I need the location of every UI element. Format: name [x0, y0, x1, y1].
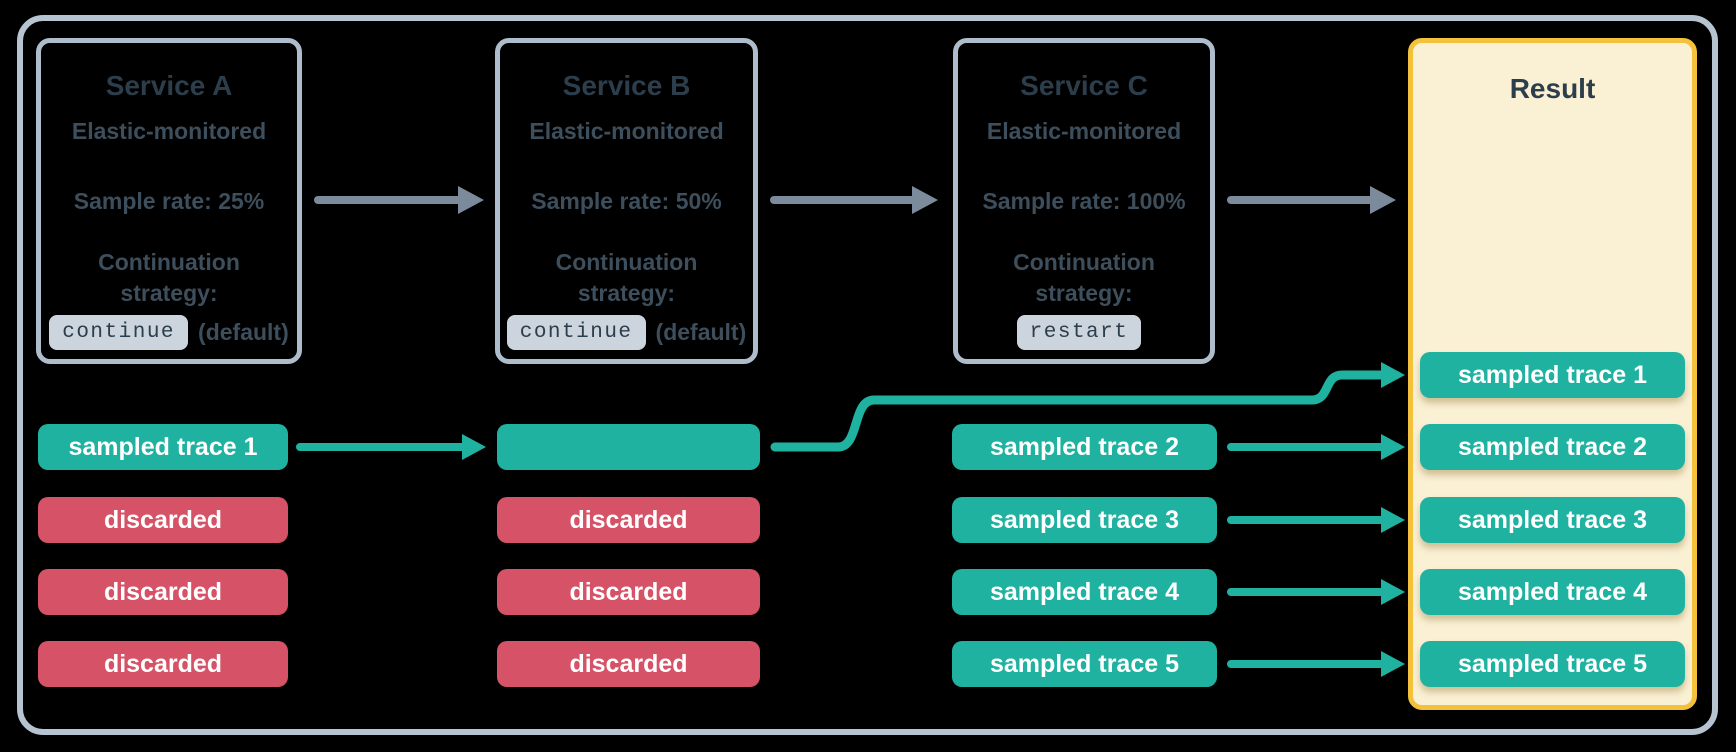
- trace-chip: sampled trace 1: [38, 424, 288, 470]
- result-chip: sampled trace 4: [1420, 569, 1685, 615]
- service-b-monitored-label: Elastic-monitored: [529, 117, 724, 144]
- service-c-strategy-label: Continuation strategy:: [1013, 248, 1155, 306]
- trace-chip: sampled trace 2: [952, 424, 1217, 470]
- service-a-title: Service A: [105, 70, 233, 101]
- trace-chip: discarded: [38, 569, 288, 615]
- service-c-sample-rate: Sample rate: 100%: [982, 187, 1186, 214]
- result-chip: sampled trace 5: [1420, 641, 1685, 687]
- service-b-sample-rate: Sample rate: 50%: [531, 187, 722, 214]
- service-a-strategy-row: continue (default): [49, 314, 289, 351]
- service-a-strategy-default-note: (default): [198, 318, 289, 345]
- service-a-strategy-label: Continuation strategy:: [98, 248, 240, 306]
- service-b-box: Service B Elastic-monitored Sample rate:…: [495, 38, 758, 364]
- service-c-strategy-row: restart: [1016, 314, 1152, 351]
- trace-chip: discarded: [38, 497, 288, 543]
- result-chip: sampled trace 2: [1420, 424, 1685, 470]
- service-b-strategy-default-note: (default): [655, 318, 747, 345]
- service-c-monitored-label: Elastic-monitored: [986, 117, 1182, 144]
- result-title: Result: [1509, 73, 1596, 104]
- service-b-strategy-label: Continuation strategy:: [555, 248, 698, 306]
- service-b-title: Service B: [562, 70, 691, 101]
- trace-chip: sampled trace 4: [952, 569, 1217, 615]
- service-c-title: Service C: [1020, 70, 1148, 101]
- trace-chip-unlabeled: [497, 424, 760, 470]
- result-chip: sampled trace 1: [1420, 352, 1685, 398]
- result-chip: sampled trace 3: [1420, 497, 1685, 543]
- trace-chip: discarded: [38, 641, 288, 687]
- service-b-strategy-row: continue (default): [506, 314, 747, 351]
- service-a-sample-rate: Sample rate: 25%: [73, 187, 265, 214]
- trace-chip: discarded: [497, 641, 760, 687]
- service-c-box: Service C Elastic-monitored Sample rate:…: [953, 38, 1215, 364]
- service-a-box: Service A Elastic-monitored Sample rate:…: [36, 38, 302, 364]
- diagram-frame: [17, 15, 1718, 735]
- trace-chip: sampled trace 5: [952, 641, 1217, 687]
- service-c-strategy-code-chip: restart: [1016, 314, 1142, 351]
- service-a-monitored-label: Elastic-monitored: [71, 117, 267, 144]
- trace-chip: discarded: [497, 497, 760, 543]
- trace-chip: discarded: [497, 569, 760, 615]
- service-a-strategy-code-chip: continue: [49, 314, 189, 351]
- service-b-strategy-code-chip: continue: [506, 314, 646, 351]
- trace-chip: sampled trace 3: [952, 497, 1217, 543]
